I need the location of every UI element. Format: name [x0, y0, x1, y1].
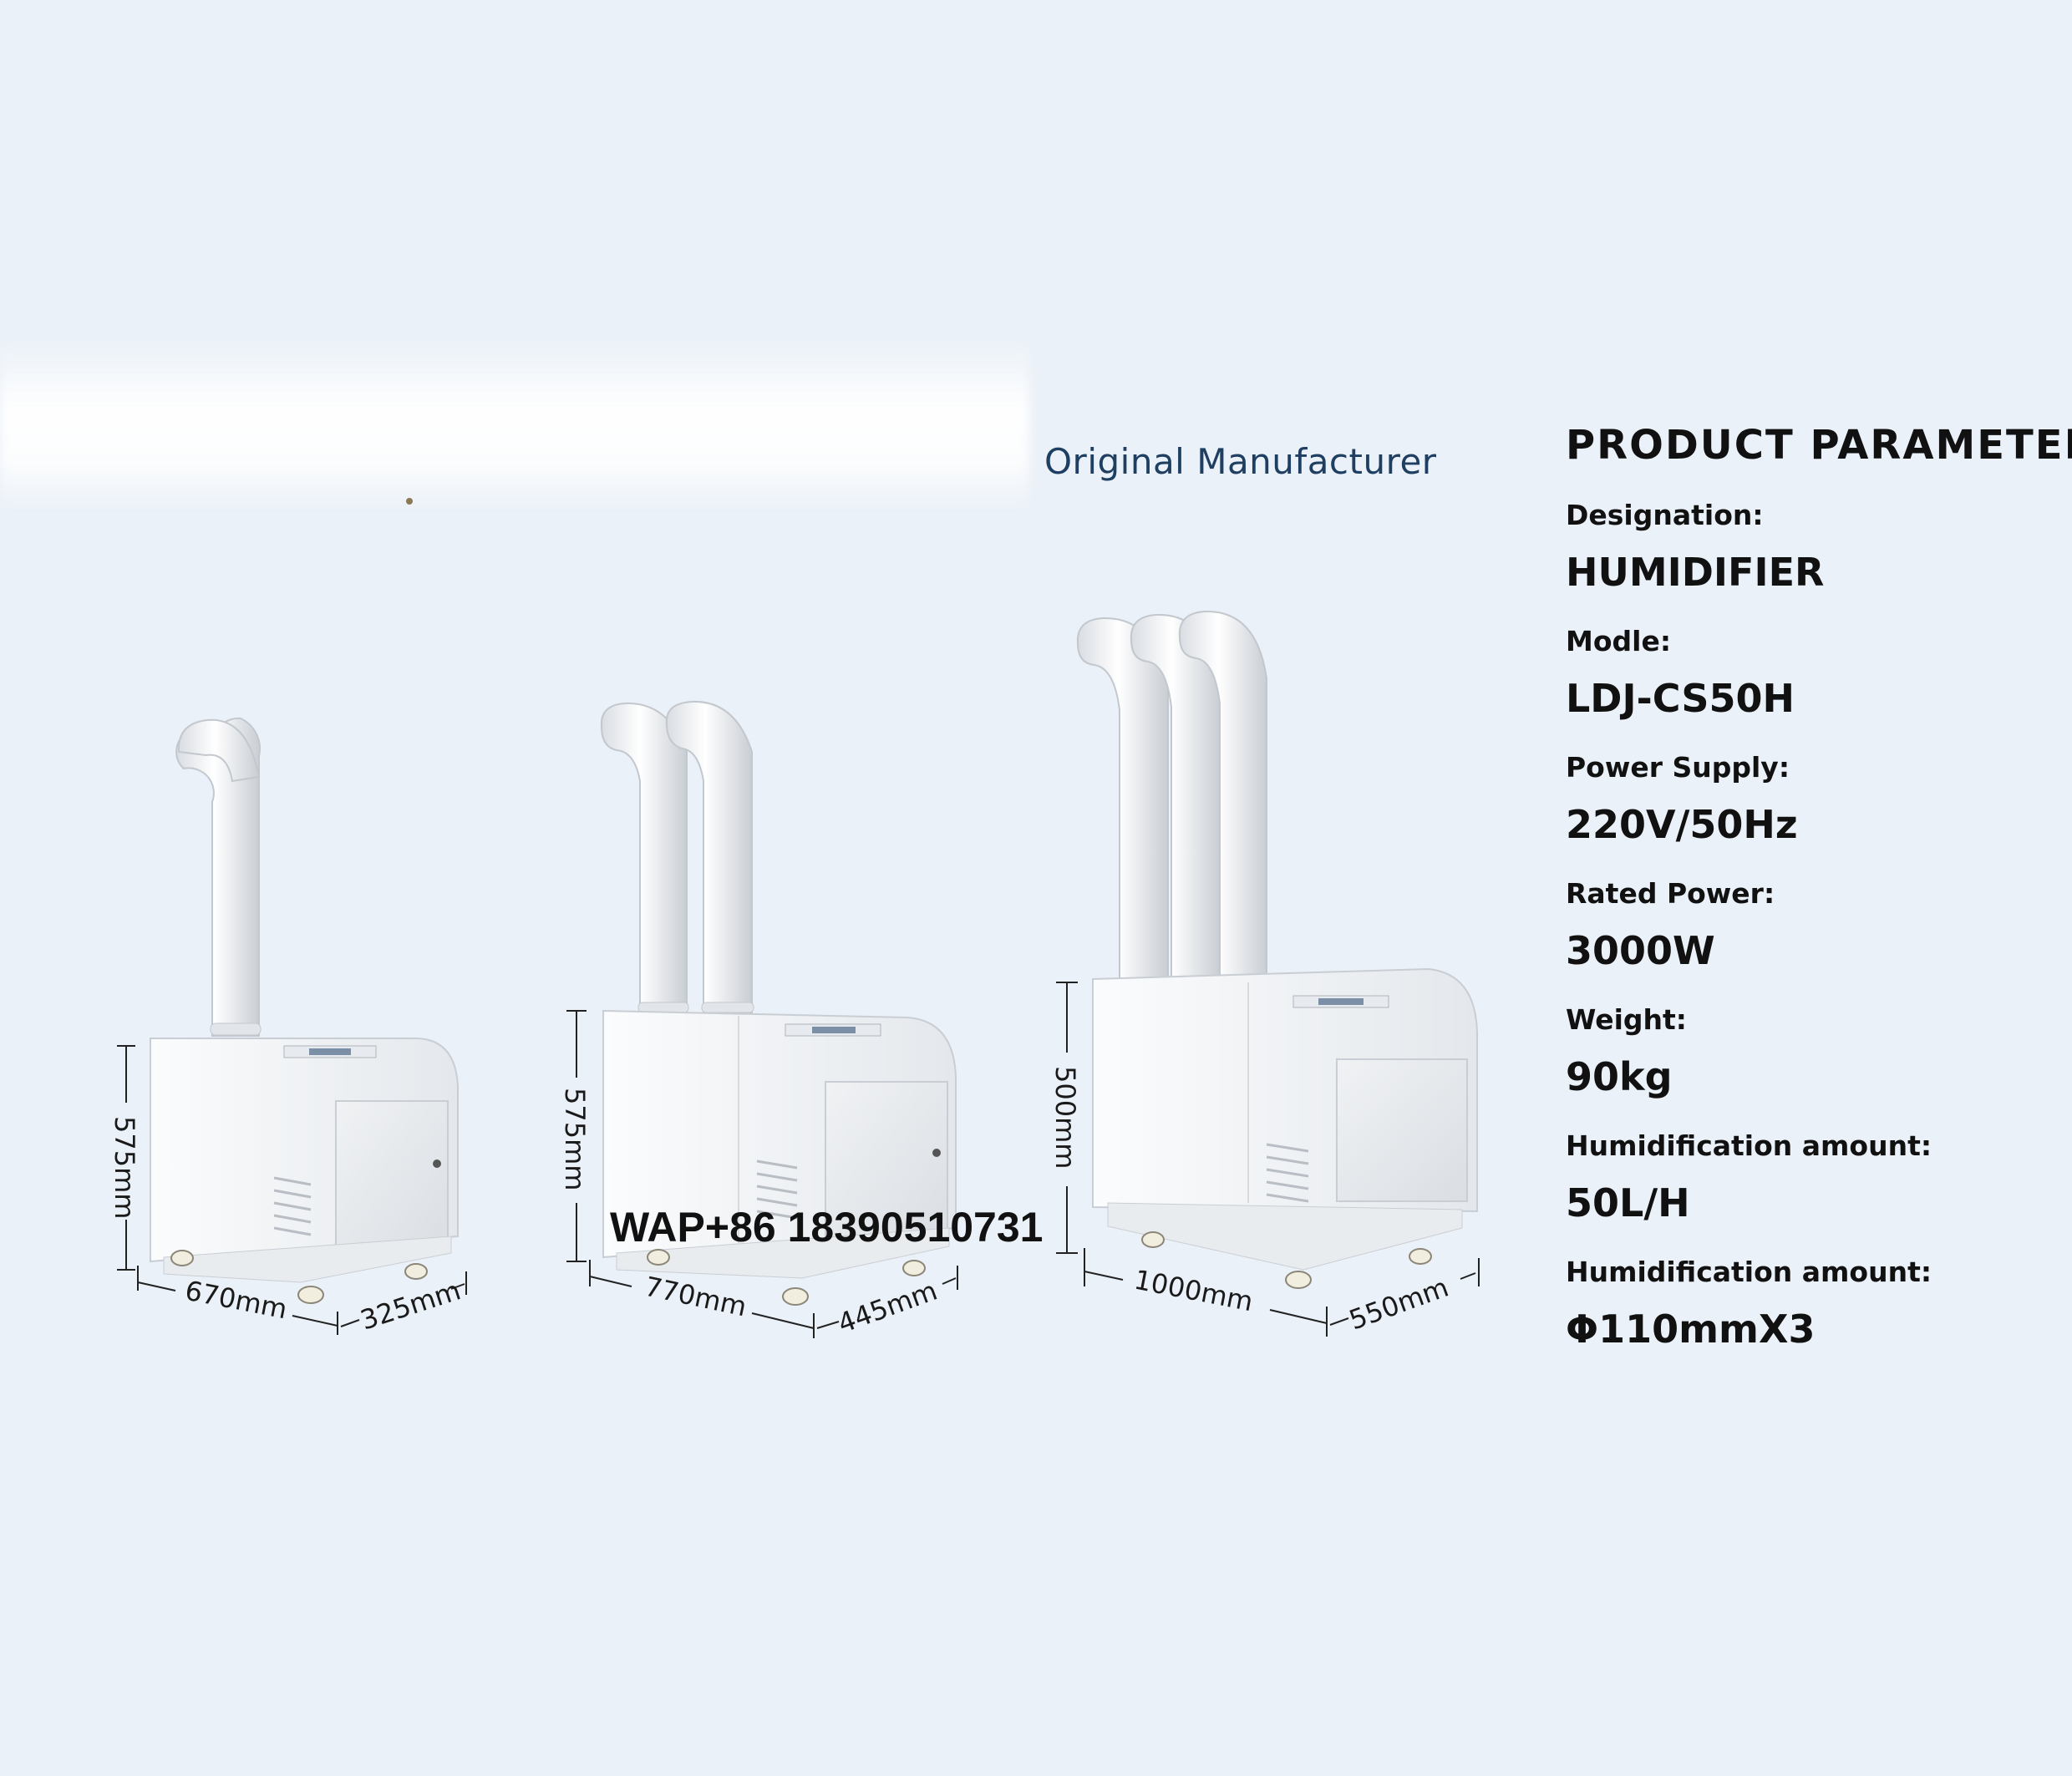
param-value-power-supply: 220V/50Hz	[1566, 802, 1798, 847]
brand-caption: Original Manufacturer	[1044, 441, 1437, 482]
humidifier-unit-2	[600, 700, 957, 1306]
unit-3-height-label: 500mm	[1049, 1066, 1081, 1169]
unit-1-length-label: 670mm	[182, 1275, 289, 1326]
param-label-power-supply: Power Supply:	[1566, 751, 1790, 784]
param-label-weight: Weight:	[1566, 1003, 1688, 1036]
parameters-title: PRODUCT PARAMETERS	[1566, 422, 2072, 469]
unit-2-height-label: 575mm	[559, 1088, 591, 1190]
unit-2-length-label: 770mm	[642, 1271, 749, 1323]
humidifier-unit-1	[150, 717, 459, 1304]
humidifier-unit-3	[1076, 610, 1478, 1289]
param-value-model: LDJ-CS50H	[1566, 676, 1795, 721]
unit-2-depth-label: 445mm	[834, 1275, 942, 1340]
param-value-designation: HUMIDIFIER	[1566, 550, 1825, 595]
param-label-model: Modle:	[1566, 625, 1672, 657]
param-label-humidification-2: Humidification amount:	[1566, 1256, 1932, 1288]
banner-speck	[406, 498, 413, 505]
param-label-designation: Designation:	[1566, 499, 1764, 531]
param-value-rated-power: 3000W	[1566, 928, 1715, 973]
param-value-weight: 90kg	[1566, 1054, 1673, 1099]
contact-watermark: WAP+86 18390510731	[610, 1204, 1044, 1251]
param-value-humidification-2: Φ110mmX3	[1566, 1307, 1816, 1352]
product-parameters-panel: PRODUCT PARAMETERS Designation: HUMIDIFI…	[1566, 422, 2072, 1352]
hazy-banner	[0, 338, 1029, 512]
param-label-humidification: Humidification amount:	[1566, 1129, 1932, 1162]
unit-3-depth-label: 550mm	[1345, 1271, 1453, 1337]
dimension-lines	[117, 982, 1480, 1338]
unit-1-depth-label: 325mm	[357, 1274, 465, 1336]
unit-1-height-label: 575mm	[109, 1116, 140, 1219]
param-value-humidification: 50L/H	[1566, 1180, 1690, 1225]
unit-3-length-label: 1000mm	[1131, 1264, 1255, 1318]
param-label-rated-power: Rated Power:	[1566, 877, 1775, 910]
